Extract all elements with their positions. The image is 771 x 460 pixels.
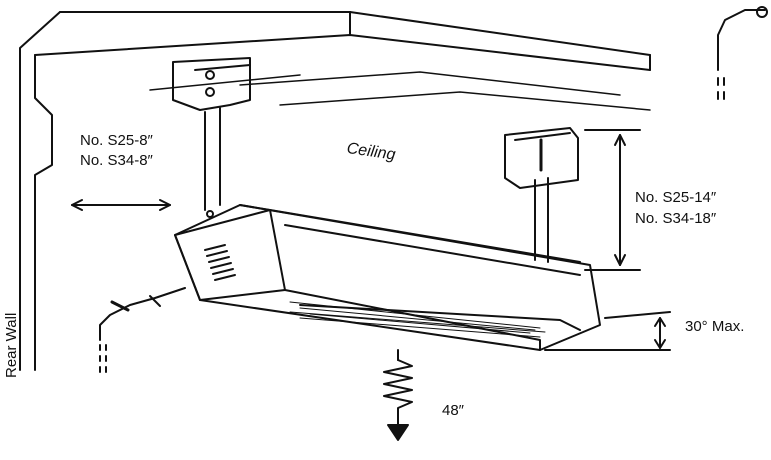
floor-clearance-arrow xyxy=(383,349,413,441)
rear-wall-label: Rear Wall xyxy=(3,312,20,378)
heater-body xyxy=(174,204,601,351)
rear-wall xyxy=(19,11,351,371)
drop-distance-dimension xyxy=(584,129,641,271)
left-power-cord xyxy=(99,287,186,373)
heating-grille xyxy=(289,301,541,334)
side-clearance-label-s34: No. S34-8″ xyxy=(80,152,153,169)
tilt-label: 30° Max. xyxy=(685,318,745,335)
right-mounting-bracket xyxy=(504,127,579,263)
floor-clearance-label: 48″ xyxy=(442,402,464,419)
ceiling xyxy=(34,11,651,111)
right-power-cord xyxy=(717,6,768,100)
drop-distance-label-s34: No. S34-18″ xyxy=(635,210,717,227)
vent-slots xyxy=(204,244,236,281)
left-mounting-bracket xyxy=(172,57,251,211)
side-clearance-arrow xyxy=(71,199,171,211)
tilt-angle-dimension xyxy=(544,311,671,351)
side-clearance-label-s25: No. S25-8″ xyxy=(80,132,153,149)
drop-distance-label-s25: No. S25-14″ xyxy=(635,189,717,206)
